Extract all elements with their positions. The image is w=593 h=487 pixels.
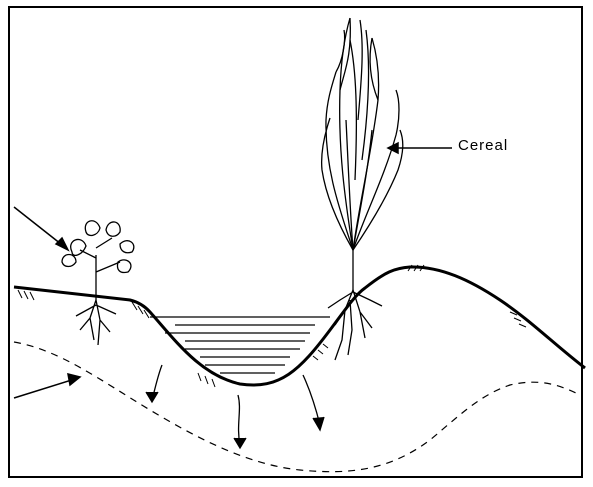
cereal-plant [322, 18, 403, 360]
water-pool [150, 317, 330, 373]
pointer-arrows [14, 143, 452, 398]
cereal-label: Cereal [458, 137, 508, 154]
weed-plant [62, 221, 134, 345]
infiltration-arrows [146, 365, 324, 448]
water-table-line [14, 342, 580, 472]
surface-hatching [18, 265, 526, 387]
